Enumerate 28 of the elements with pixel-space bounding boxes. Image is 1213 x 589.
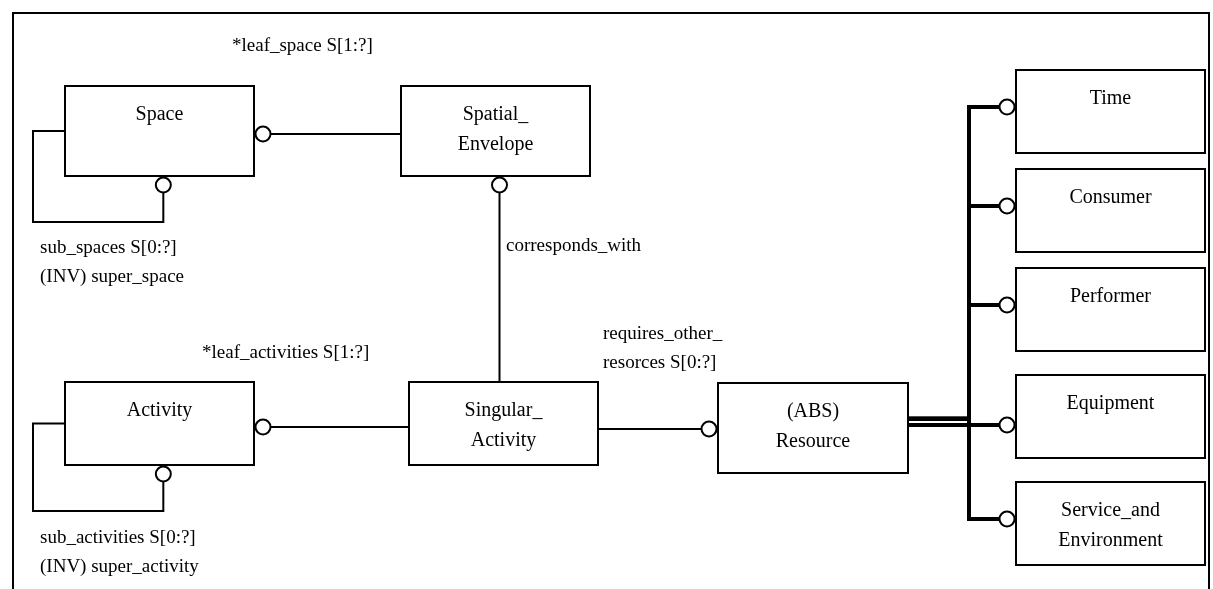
entity-name: Time [1089,85,1132,110]
entity-box [717,382,909,474]
entity-box [1015,481,1206,566]
entity-name: Activity [126,397,193,423]
relationship-line [598,420,718,438]
relationship-line [254,418,409,436]
self-loop-line [32,130,172,223]
entity-name: Space [135,101,184,127]
self-loop-line [32,422,172,512]
entity-box [64,381,255,466]
entity-box [408,381,599,466]
entity-name: Spatial_ Envelope [456,101,535,157]
relationship-line [254,125,401,143]
entity-name: Equipment [1066,390,1155,416]
relationship-line [909,416,1016,434]
entity-name: Performer [1069,283,1152,308]
entity-box [64,85,255,177]
entity-name: (ABS) Resource [774,398,852,453]
entity-name: Consumer [1069,184,1152,209]
entity-box [1015,267,1206,352]
entity-box [1015,69,1206,154]
entity-name: Singular_ Activity [463,397,544,453]
entity-box [1015,374,1206,459]
entity-box [1015,168,1206,253]
relationship-line [909,416,1016,528]
entity-name: Service_and Environment [1057,497,1164,552]
entity-box [400,85,591,177]
relationship-line [491,176,508,382]
